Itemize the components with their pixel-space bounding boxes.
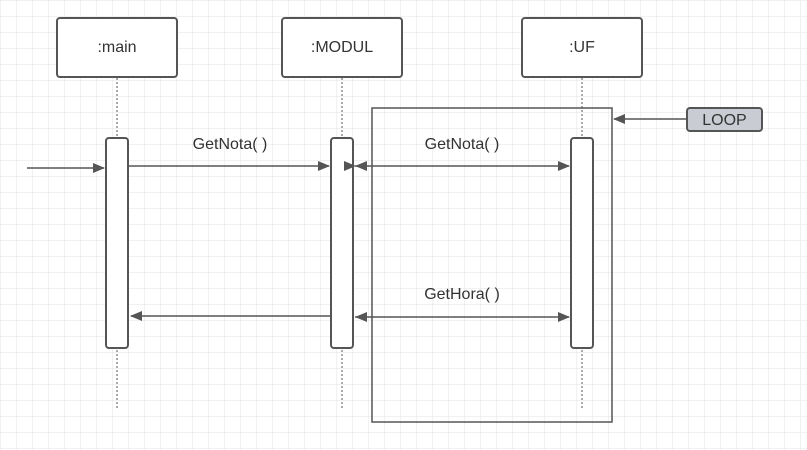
participant-uf[interactable]: :UF [521,17,643,78]
arrowhead-modul-getnota [355,161,367,171]
arrowhead-modul-gethora [355,312,367,322]
participant-main-label: :main [97,39,136,56]
participant-modul[interactable]: :MODUL [281,17,403,78]
message-main-to-modul-label: GetNota( ) [193,136,268,153]
activation-main[interactable] [105,137,129,349]
loop-fragment [371,107,613,423]
activation-uf[interactable] [570,137,594,349]
participant-uf-label: :UF [569,39,595,56]
message-modul-uf-getnota-label: GetNota( ) [425,136,500,153]
loop-tag[interactable]: LOOP [686,107,763,132]
loop-tag-label: LOOP [702,112,746,129]
message-modul-uf-gethora-label: GetHora( ) [424,286,500,303]
participant-modul-label: :MODUL [311,39,373,56]
activation-modul[interactable] [330,137,354,349]
participant-main[interactable]: :main [56,17,178,78]
